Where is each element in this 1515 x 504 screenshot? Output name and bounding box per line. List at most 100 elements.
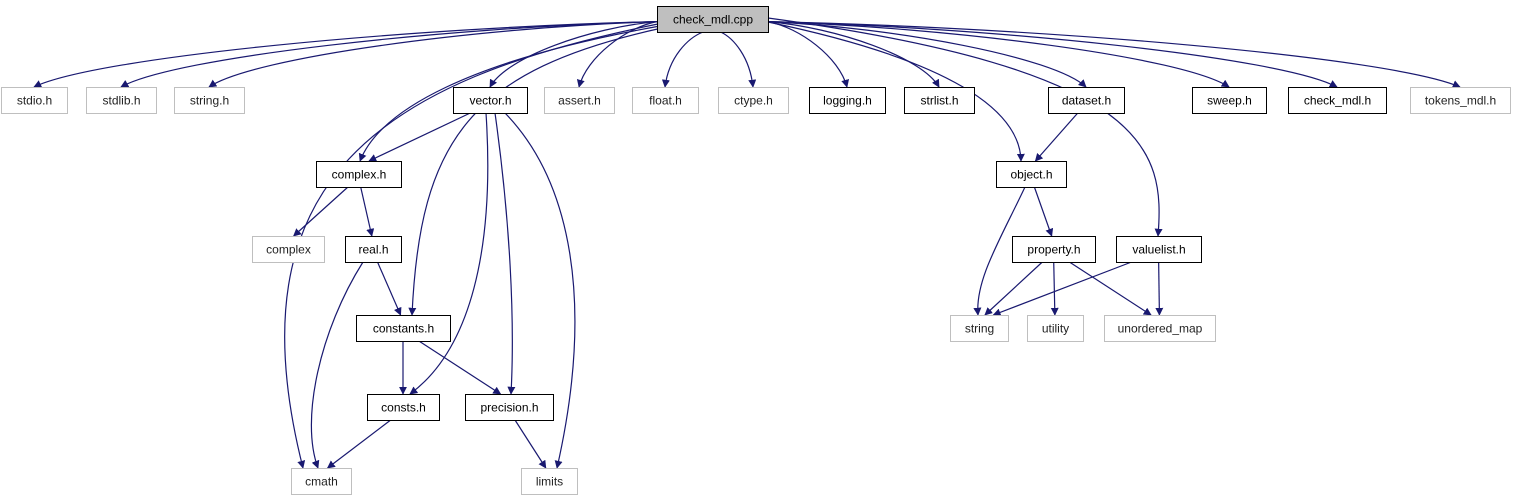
node-box (1, 87, 68, 114)
node-property_h[interactable]: property.h (1012, 236, 1096, 263)
node-label: unordered_map (1118, 322, 1203, 336)
edge-constants_h-to-precision_h (418, 340, 502, 395)
node-assert_h: assert.h (544, 87, 615, 114)
node-label: stdio.h (17, 94, 52, 108)
node-box (345, 236, 402, 263)
node-logging_h[interactable]: logging.h (809, 87, 886, 114)
nodes-layer: check_mdl.cpp stdio.h stdlib.h string.h vect… (1, 6, 1511, 495)
edge-complex_h-to-real_h (360, 186, 375, 237)
node-dataset_h[interactable]: dataset.h (1048, 87, 1125, 114)
node-label: check_mdl.cpp (673, 13, 753, 27)
edge-real_h-to-cmath (310, 261, 364, 469)
node-check_mdl_cpp[interactable]: check_mdl.cpp (657, 6, 769, 33)
node-label: consts.h (381, 401, 426, 415)
node-object_h[interactable]: object.h (996, 161, 1067, 188)
edge-check_mdl_cpp-to-ctype_h (720, 31, 757, 88)
node-label: vector.h (469, 94, 511, 108)
node-label: tokens_mdl.h (1425, 94, 1496, 108)
node-box (356, 315, 451, 342)
edge-check_mdl_cpp-to-float_h (661, 31, 704, 88)
node-label: string (965, 322, 994, 336)
edge-check_mdl_cpp-to-valuelist_h (767, 17, 1163, 237)
node-check_mdl_h[interactable]: check_mdl.h (1288, 87, 1387, 114)
node-box (1192, 87, 1267, 114)
edge-consts_h-to-cmath (326, 419, 392, 469)
node-box (1288, 87, 1387, 114)
node-label: valuelist.h (1132, 243, 1185, 257)
node-sweep_h[interactable]: sweep.h (1192, 87, 1267, 114)
node-label: check_mdl.h (1304, 94, 1371, 108)
node-box (996, 161, 1067, 188)
edge-valuelist_h-to-unordered_map (1155, 261, 1164, 316)
node-label: cmath (305, 475, 338, 489)
node-label: ctype.h (734, 94, 773, 108)
node-precision_h[interactable]: precision.h (465, 394, 554, 421)
edge-property_h-to-utility (1050, 261, 1059, 316)
node-consts_h[interactable]: consts.h (367, 394, 440, 421)
node-box (544, 87, 615, 114)
node-box (1048, 87, 1125, 114)
edge-valuelist_h-to-string (992, 261, 1132, 317)
edge-check_mdl_cpp-to-object_h (767, 21, 1025, 162)
node-cmath: cmath (291, 468, 352, 495)
node-box (950, 315, 1009, 342)
node-constants_h[interactable]: constants.h (356, 315, 451, 342)
edge-precision_h-to-limits (514, 419, 547, 469)
node-box (1116, 236, 1202, 263)
edge-real_h-to-constants_h (376, 261, 402, 316)
edges-layer (33, 17, 1461, 469)
node-label: complex (266, 243, 311, 257)
node-label: string.h (190, 94, 229, 108)
node-box (718, 87, 789, 114)
node-box (86, 87, 157, 114)
node-label: object.h (1010, 168, 1052, 182)
node-box (1027, 315, 1084, 342)
edge-vector_h-to-consts_h (409, 112, 489, 395)
edge-check_mdl_cpp-to-vector_h (489, 21, 658, 88)
node-box (809, 87, 886, 114)
node-ctype_h: ctype.h (718, 87, 789, 114)
edge-vector_h-to-complex_h (368, 112, 471, 162)
edge-check_mdl_cpp-to-sweep_h (767, 21, 1230, 88)
node-box (174, 87, 245, 114)
node-label: real.h (358, 243, 388, 257)
node-box (252, 236, 325, 263)
edge-check_mdl_cpp-to-complex_h (358, 25, 661, 162)
node-string_h: string.h (174, 87, 245, 114)
node-box (367, 394, 440, 421)
node-stdlib_h: stdlib.h (86, 87, 157, 114)
edge-check_mdl_cpp-to-tokens_mdl_h (767, 21, 1461, 88)
node-complex: complex (252, 236, 325, 263)
node-label: constants.h (373, 322, 434, 336)
node-tokens_mdl_h: tokens_mdl.h (1410, 87, 1511, 114)
node-box (1104, 315, 1216, 342)
node-label: logging.h (823, 94, 872, 108)
node-complex_h[interactable]: complex.h (316, 161, 402, 188)
node-limits: limits (521, 468, 578, 495)
node-box (904, 87, 975, 114)
node-box (1410, 87, 1511, 114)
edge-object_h-to-string (973, 186, 1026, 316)
node-box (465, 394, 554, 421)
edge-dataset_h-to-object_h (1034, 112, 1079, 162)
edge-check_mdl_cpp-to-string_h (208, 21, 658, 88)
node-stdio_h: stdio.h (1, 87, 68, 114)
edge-check_mdl_cpp-to-stdio_h (33, 21, 658, 88)
edge-property_h-to-string (984, 261, 1043, 316)
node-box (632, 87, 699, 114)
edge-object_h-to-property_h (1033, 186, 1054, 237)
node-label: limits (536, 475, 563, 489)
node-real_h[interactable]: real.h (345, 236, 402, 263)
edge-check_mdl_cpp-to-assert_h (576, 21, 658, 88)
node-box (453, 87, 528, 114)
node-label: dataset.h (1062, 94, 1111, 108)
node-label: float.h (649, 94, 682, 108)
edge-property_h-to-unordered_map (1069, 261, 1152, 316)
node-float_h: float.h (632, 87, 699, 114)
node-label: strlist.h (920, 94, 958, 108)
node-vector_h[interactable]: vector.h (453, 87, 528, 114)
node-strlist_h[interactable]: strlist.h (904, 87, 975, 114)
node-valuelist_h[interactable]: valuelist.h (1116, 236, 1202, 263)
node-box (291, 468, 352, 495)
